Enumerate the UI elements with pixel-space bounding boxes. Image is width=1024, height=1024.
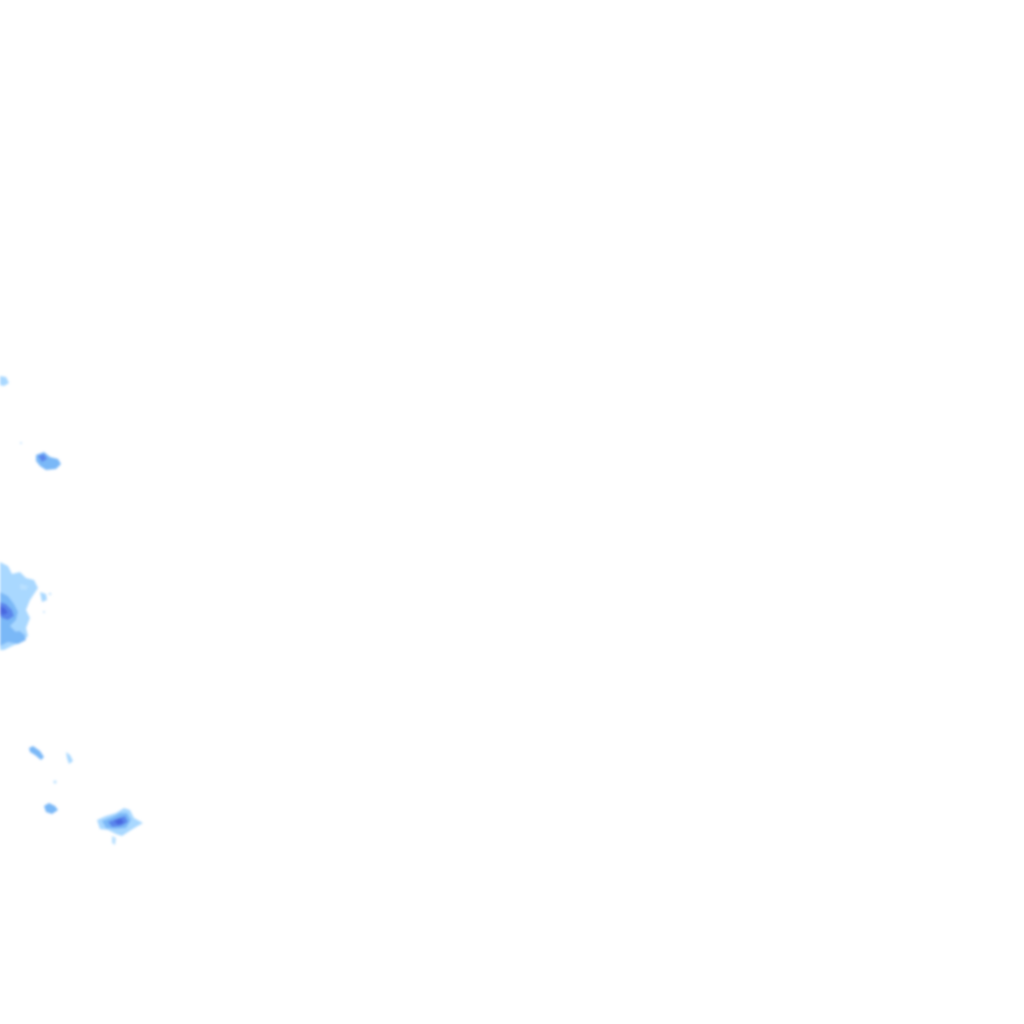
precip-streak-south (29, 746, 73, 814)
precip-cell-small-north (20, 442, 61, 470)
precip-cell-south-strong (97, 808, 143, 845)
precip-cluster-west (0, 562, 52, 650)
precip-cell-edge-top (0, 376, 9, 386)
